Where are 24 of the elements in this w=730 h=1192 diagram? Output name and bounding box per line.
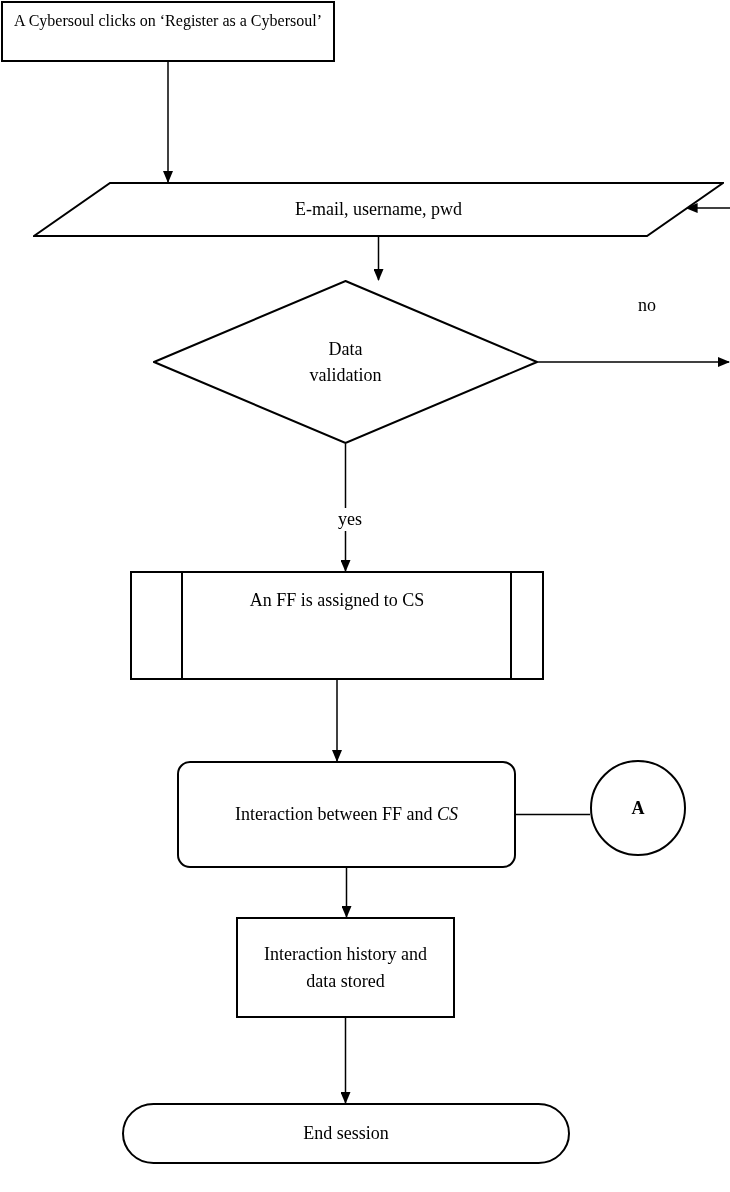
edge-label: yes bbox=[336, 508, 364, 531]
arrow bbox=[341, 867, 352, 918]
node-text: An FF is assigned to CS bbox=[249, 589, 425, 612]
arrow bbox=[537, 357, 730, 367]
connector-circle bbox=[590, 760, 686, 856]
node-text: A bbox=[631, 796, 645, 820]
node-text: End session bbox=[303, 1122, 389, 1146]
process-box bbox=[1, 1, 335, 62]
node-text: Interaction between FF and CS bbox=[235, 803, 458, 827]
predefined-process-box bbox=[130, 571, 544, 680]
arrow bbox=[332, 679, 342, 762]
arrow bbox=[340, 1017, 351, 1104]
node-text: Interaction history and data stored bbox=[263, 943, 428, 993]
process-box bbox=[236, 917, 455, 1018]
connector-line bbox=[515, 813, 591, 816]
arrow bbox=[685, 203, 730, 213]
input-parallelogram bbox=[33, 182, 724, 237]
decision-diamond bbox=[153, 280, 538, 444]
node-text: E-mail, username, pwd bbox=[295, 198, 462, 222]
arrow bbox=[163, 61, 173, 183]
process-box bbox=[177, 761, 516, 868]
node-text: Data validation bbox=[308, 337, 383, 387]
node-text: A Cybersoul clicks on ‘Register as a Cybersoul’ bbox=[14, 11, 322, 32]
arrow bbox=[373, 236, 384, 281]
